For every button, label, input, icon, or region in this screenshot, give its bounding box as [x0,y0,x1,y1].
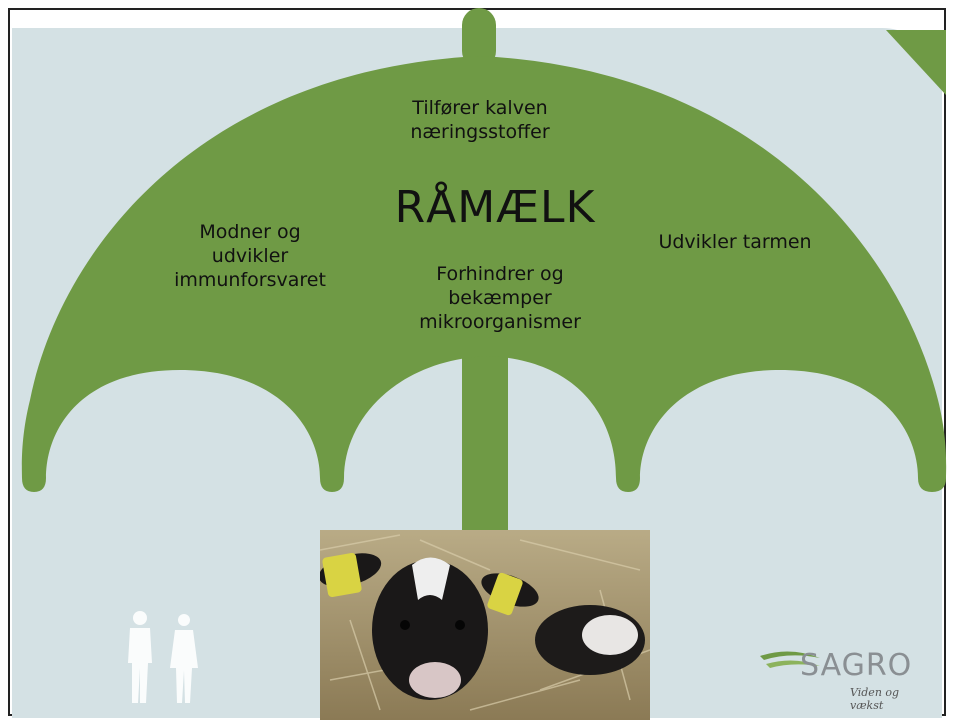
sagro-logo: SAGRO Viden og vækst [760,640,930,712]
logo-name: SAGRO [800,648,913,683]
benefit-microorganisms-line: Forhindrer og [436,263,564,285]
benefit-nutrients-line: Tilfører kalven [412,97,548,119]
calf-illustration [320,530,650,720]
benefit-immune-line: udvikler [211,245,289,267]
people-silhouette-icon [128,611,198,703]
benefit-microorganisms: Forhindrer og bekæmper mikroorganismer [380,262,620,334]
benefit-nutrients: Tilfører kalven næringsstoffer [360,96,600,144]
benefit-microorganisms-line: mikroorganismer [419,311,581,333]
benefit-intestine: Udvikler tarmen [615,230,855,254]
umbrella-canopy [21,56,947,492]
benefit-immune: Modner og udvikler immunforsvaret [140,220,360,292]
benefit-nutrients-line: næringsstoffer [410,121,550,143]
logo-swoosh-icon [760,651,820,668]
logo-tagline: Viden og vækst [850,686,900,712]
benefit-immune-line: Modner og [199,221,301,243]
benefit-microorganisms-line: bekæmper [448,287,552,309]
benefit-immune-line: immunforsvaret [174,269,326,291]
calf-photo [320,530,650,720]
diagram-title: RÅMÆLK [394,182,596,233]
umbrella-tip [462,8,496,68]
benefit-intestine-line: Udvikler tarmen [658,231,812,253]
